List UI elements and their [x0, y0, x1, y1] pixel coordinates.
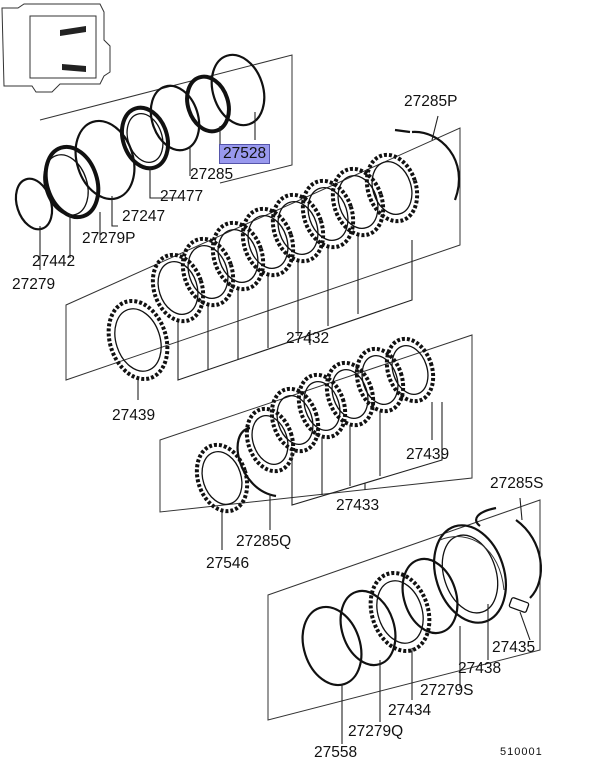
group4-parts	[301, 506, 542, 687]
callout-27434[interactable]: 27434	[388, 702, 432, 719]
callout-27435[interactable]: 27435	[492, 639, 536, 656]
group2-discs	[106, 152, 420, 382]
callout-27279Q[interactable]: 27279Q	[348, 723, 404, 740]
callout-27285Q[interactable]: 27285Q	[236, 533, 292, 550]
callout-27433[interactable]: 27433	[336, 497, 380, 514]
group1-leaders	[39, 112, 256, 270]
callout-27438[interactable]: 27438	[458, 660, 502, 677]
group-frames	[39, 54, 541, 721]
callout-27477[interactable]: 27477	[160, 188, 204, 205]
locator-thumbnail	[1, 3, 111, 93]
callout-27439-upper[interactable]: 27439	[112, 407, 156, 424]
callout-27285[interactable]: 27285	[190, 166, 234, 183]
diagram-code: 510001	[500, 746, 543, 758]
callout-27285P[interactable]: 27285P	[404, 93, 458, 110]
group3-discs	[194, 336, 436, 514]
callout-27279[interactable]: 27279	[12, 276, 56, 293]
group4-leaders	[341, 497, 531, 744]
group3-leaders	[221, 402, 443, 550]
group2-leaders	[137, 236, 413, 400]
snap-ring-27285P	[411, 130, 461, 201]
callout-27279S[interactable]: 27279S	[420, 682, 474, 699]
callout-27285S[interactable]: 27285S	[490, 475, 544, 492]
callout-27279P[interactable]: 27279P	[82, 230, 136, 247]
callout-27432[interactable]: 27432	[286, 330, 330, 347]
snap-ring-27285Q	[236, 426, 277, 498]
callout-27442[interactable]: 27442	[32, 253, 76, 270]
callout-27247[interactable]: 27247	[122, 208, 166, 225]
group1-rings	[14, 53, 266, 231]
callout-27546[interactable]: 27546	[206, 555, 250, 572]
callout-27439-lower[interactable]: 27439	[406, 446, 450, 463]
callout-27528-selected[interactable]: 27528	[218, 144, 271, 164]
callout-27558[interactable]: 27558	[314, 744, 358, 761]
